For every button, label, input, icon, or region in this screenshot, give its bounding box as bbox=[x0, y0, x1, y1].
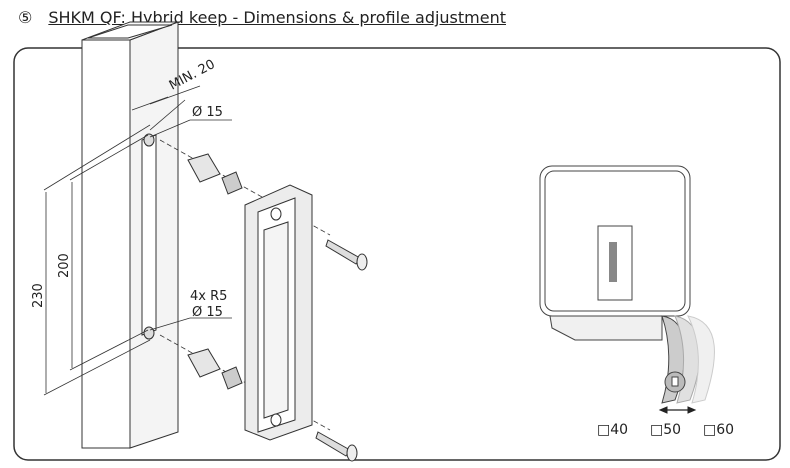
hybrid-keep bbox=[244, 184, 313, 441]
dimension-200: 200 bbox=[57, 253, 72, 278]
hole-top-label: Ø 15 bbox=[192, 105, 223, 120]
diagram-frame bbox=[13, 47, 781, 461]
post bbox=[81, 21, 179, 449]
hole-bottom-label: Ø 15 bbox=[192, 305, 223, 320]
step-number: ⑤ bbox=[18, 8, 33, 27]
adjustment-arrow bbox=[658, 406, 697, 414]
profile-section bbox=[539, 165, 715, 404]
wall-plug-bottom bbox=[187, 348, 243, 390]
profile-size-50: □50 bbox=[650, 422, 681, 438]
profile-size-60: □60 bbox=[703, 422, 734, 438]
screw-top bbox=[325, 239, 368, 271]
radius-label: 4x R5 bbox=[190, 289, 227, 304]
dimension-230: 230 bbox=[31, 283, 46, 308]
screw-bottom bbox=[315, 431, 358, 462]
profile-size-40: □40 bbox=[597, 422, 628, 438]
wall-plug-top bbox=[187, 153, 243, 195]
